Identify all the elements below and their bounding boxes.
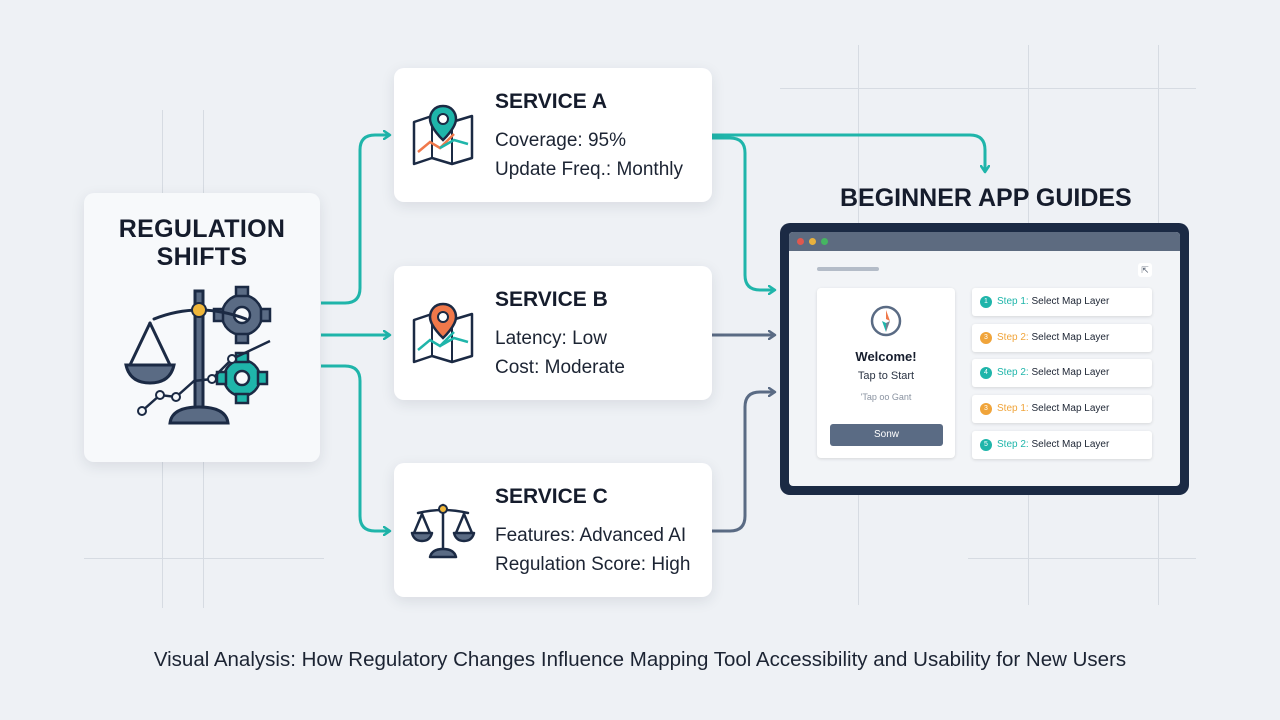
step-number-badge: 3 — [980, 331, 992, 344]
diagram-caption: Visual Analysis: How Regulatory Changes … — [153, 648, 1127, 671]
app-screen: ⇱ Welcome! Tap to Start 'Tap oo Gant Son… — [789, 232, 1180, 486]
grid-line — [84, 558, 324, 559]
step-item[interactable]: 3 Step 2: Select Map Layer — [972, 323, 1152, 352]
service-c-regulation-score: Regulation Score: High — [495, 554, 691, 575]
arrow-regulation-to-service-c — [321, 364, 390, 531]
step-item[interactable]: 5 Step 2: Select Map Layer — [972, 430, 1152, 459]
step-label: Select Map Layer — [1031, 438, 1110, 450]
close-dot-icon — [797, 238, 804, 245]
step-text: Step 2: Select Map Layer — [997, 332, 1109, 343]
step-label: Select Map Layer — [1031, 331, 1110, 343]
app-window: ⇱ Welcome! Tap to Start 'Tap oo Gant Son… — [780, 223, 1189, 495]
map-pin-icon — [412, 104, 474, 166]
service-a-name: SERVICE A — [495, 90, 608, 113]
step-text: Step 2: Select Map Layer — [997, 439, 1109, 450]
step-label: Select Map Layer — [1031, 296, 1110, 307]
arrow-service-a-to-guides-side — [712, 136, 775, 290]
step-prefix: Step 2: — [997, 438, 1029, 450]
regulation-shifts-card: REGULATION SHIFTS — [84, 193, 320, 462]
service-b-cost: Cost: Moderate — [495, 357, 625, 378]
address-bar — [817, 267, 879, 271]
service-a-update-freq: Update Freq.: Monthly — [495, 159, 683, 180]
step-label: Select Map Layer — [1031, 367, 1110, 379]
service-c-name: SERVICE C — [495, 485, 608, 508]
step-number-badge: 1 — [980, 296, 992, 308]
service-b-latency: Latency: Low — [495, 328, 607, 349]
maximize-dot-icon — [821, 238, 828, 245]
step-item[interactable]: 3 Step 1: Select Map Layer — [972, 395, 1152, 424]
step-item[interactable]: 4 Step 2: Select Map Layer — [972, 359, 1152, 388]
service-a-card: SERVICE A Coverage: 95% Update Freq.: Mo… — [394, 68, 712, 202]
scale-gear-chart-icon — [124, 285, 272, 425]
step-text: Step 1: Select Map Layer — [997, 296, 1109, 307]
window-titlebar — [789, 232, 1180, 251]
balance-scale-icon — [410, 503, 476, 559]
service-c-features: Features: Advanced AI — [495, 525, 687, 546]
expand-icon[interactable]: ⇱ — [1138, 263, 1152, 277]
step-prefix: Step 2: — [997, 331, 1029, 343]
step-number-badge: 4 — [980, 367, 992, 380]
service-c-card: SERVICE C Features: Advanced AI Regulati… — [394, 463, 712, 597]
step-prefix: Step 1: — [997, 403, 1029, 415]
arrow-service-c-to-guides — [712, 392, 775, 533]
welcome-card: Welcome! Tap to Start 'Tap oo Gant Sonw — [817, 288, 955, 458]
step-number-badge: 5 — [980, 438, 992, 451]
welcome-subtitle: Tap to Start — [857, 370, 915, 382]
regulation-title-line2: SHIFTS — [156, 243, 248, 271]
welcome-button[interactable]: Sonw — [830, 424, 943, 446]
grid-line — [780, 88, 1196, 89]
minimize-dot-icon — [809, 238, 816, 245]
service-a-coverage: Coverage: 95% — [495, 130, 626, 151]
arrow-regulation-to-service-a — [321, 135, 390, 305]
step-text: Step 1: Select Map Layer — [997, 403, 1109, 414]
step-label: Select Map Layer — [1031, 403, 1110, 415]
welcome-title: Welcome! — [855, 349, 917, 364]
guide-title: BEGINNER APP GUIDES — [840, 184, 1132, 212]
regulation-title-line1: REGULATION — [118, 215, 286, 243]
service-b-name: SERVICE B — [495, 288, 608, 311]
step-prefix: Step 1: — [997, 296, 1029, 307]
compass-icon — [870, 305, 902, 337]
step-item[interactable]: 1 Step 1: Select Map Layer — [972, 288, 1152, 316]
map-pin-icon — [412, 302, 474, 364]
step-text: Step 2: Select Map Layer — [997, 367, 1109, 378]
arrow-service-a-to-guides-top — [712, 133, 985, 172]
regulation-title: REGULATION SHIFTS — [84, 215, 320, 271]
welcome-hint: 'Tap oo Gant — [860, 392, 912, 402]
steps-list: 1 Step 1: Select Map Layer 3 Step 2: Sel… — [972, 288, 1152, 466]
grid-line — [968, 558, 1196, 559]
step-prefix: Step 2: — [997, 367, 1029, 379]
step-number-badge: 3 — [980, 403, 992, 416]
service-b-card: SERVICE B Latency: Low Cost: Moderate — [394, 266, 712, 400]
